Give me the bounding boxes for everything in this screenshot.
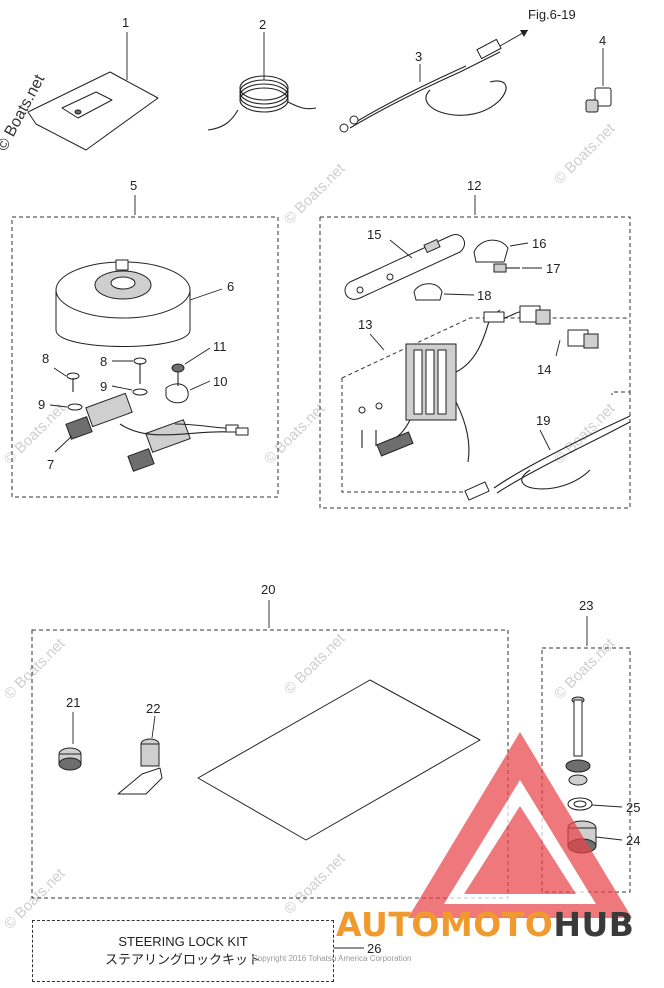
part-1-pouch <box>27 32 159 151</box>
callout-10: 10 <box>213 374 227 389</box>
watermark-text: © Boats.net <box>1 635 69 703</box>
callout-23: 23 <box>579 598 593 613</box>
callout-11: 11 <box>213 339 227 354</box>
part-3-harness <box>339 29 529 133</box>
callout-15: 15 <box>367 227 381 242</box>
brand-logo-triangle <box>408 732 632 918</box>
watermark-text: © Boats.net <box>551 635 619 703</box>
callout-24: 24 <box>626 833 640 848</box>
kit-label-english: STEERING LOCK KIT <box>118 934 248 949</box>
callout-4: 4 <box>599 33 606 48</box>
kit-label-japanese: ステアリングロックキット <box>104 952 261 967</box>
callout-26: 26 <box>367 941 381 956</box>
callout-1: 1 <box>122 15 129 30</box>
callout-6: 6 <box>227 279 234 294</box>
callout-9: 9 <box>38 397 45 412</box>
watermark-text: © Boats.net <box>1 400 69 468</box>
brand-wordmark: AUTOMOTOHUB <box>336 905 634 944</box>
callout-20: 20 <box>261 582 275 597</box>
callout-8: 8 <box>100 354 107 369</box>
watermark-text: © Boats.net <box>261 400 329 468</box>
part-8-screw-right <box>133 357 147 384</box>
callout-17: 17 <box>546 261 560 276</box>
callout-18: 18 <box>477 288 491 303</box>
callout-13: 13 <box>358 317 372 332</box>
callout-2: 2 <box>259 17 266 32</box>
callout-16: 16 <box>532 236 546 251</box>
steering-lock-kit-label: STEERING LOCK KIT ステアリングロックキット <box>32 920 334 982</box>
part-8-screw-left <box>66 372 80 392</box>
watermark-text: © Boats.net <box>281 630 349 698</box>
callout-14: 14 <box>537 362 551 377</box>
callout-5: 5 <box>130 178 137 193</box>
part-20-kit <box>31 600 509 899</box>
brand-part-1: AUTOMOTO <box>336 905 554 944</box>
part-2-spring <box>207 32 317 131</box>
watermark-text: © Boats.net <box>281 160 349 228</box>
callout-19: 19 <box>536 413 550 428</box>
callout-3: 3 <box>415 49 422 64</box>
figure-reference: Fig.6-19 <box>528 7 576 22</box>
part-5-stator-assembly <box>11 195 279 498</box>
callout-25: 25 <box>626 800 640 815</box>
callout-21: 21 <box>66 695 80 710</box>
brand-part-2: HUB <box>553 905 635 944</box>
callout-labels: 1 2 3 4 5 6 7 8 8 9 9 10 11 12 13 14 15 … <box>38 7 640 956</box>
part-4-stud <box>585 48 612 113</box>
callout-8: 8 <box>42 351 49 366</box>
watermark-text: © Boats.net <box>551 120 619 188</box>
copyright-text: Copyright 2016 Tohatsu America Corporati… <box>252 954 412 963</box>
part-12-rectifier-kit <box>319 195 631 509</box>
callout-7: 7 <box>47 457 54 472</box>
callout-9: 9 <box>100 379 107 394</box>
callout-12: 12 <box>467 178 481 193</box>
callout-22: 22 <box>146 701 160 716</box>
